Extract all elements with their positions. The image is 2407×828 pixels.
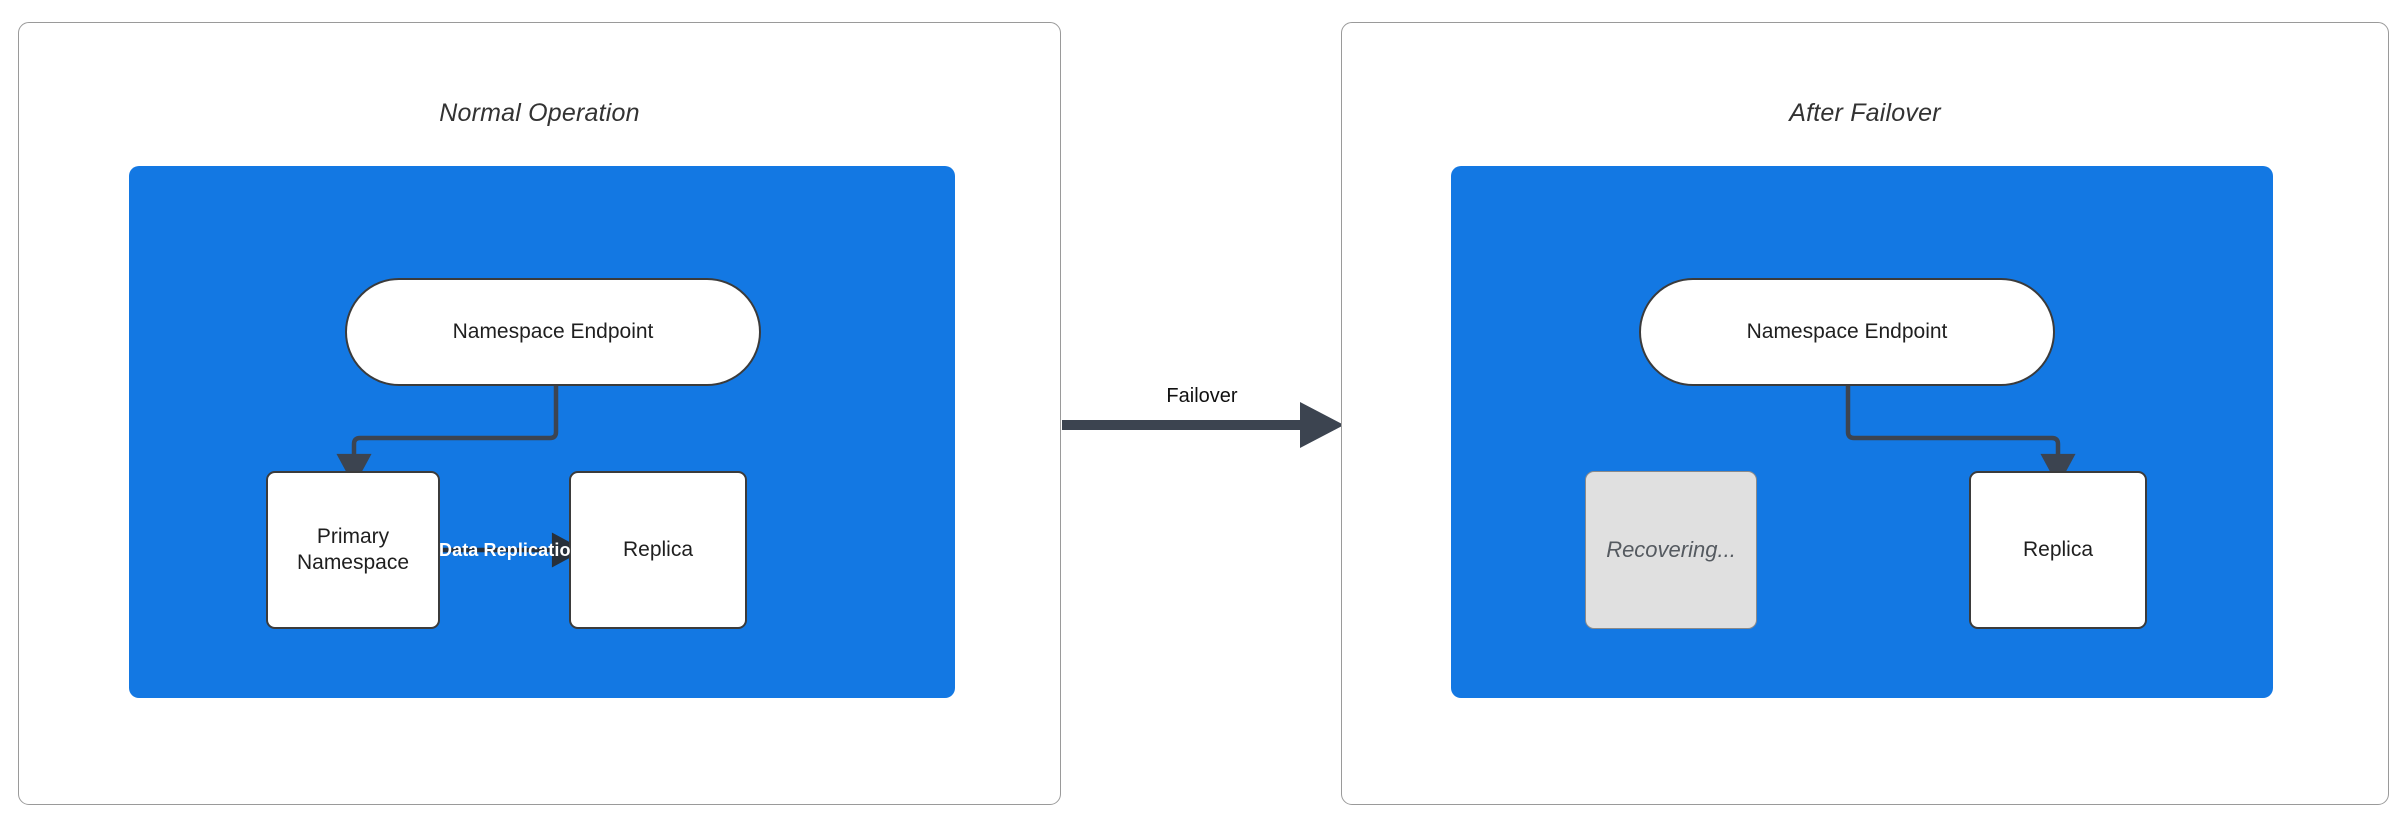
connectors-normal-operation [336,386,585,568]
panel-normal-operation: Normal Operation Namespac [18,22,1061,805]
node-namespace-endpoint-right[interactable]: Namespace Endpoint [1639,278,2055,386]
zone-blue-normal-operation: Namespace Endpoint Primary Namespace Rep… [129,166,955,698]
node-label-line-1: Primary [316,525,390,549]
node-recovering[interactable]: Recovering... [1585,471,1757,629]
failover-label: Failover [1166,385,1238,407]
node-replica-right[interactable]: Replica [1969,471,2147,629]
node-label: Namespace Endpoint [452,320,654,344]
edge-label-data-replication: Data Replication [439,540,582,560]
node-label: Replica [2022,538,2094,562]
node-label-line-2: Namespace [296,551,410,574]
connectors-after-failover [1845,386,2076,487]
failover-transition-arrow [1062,402,1344,448]
node-namespace-endpoint-left[interactable]: Namespace Endpoint [345,278,761,386]
panel-title-after-failover: After Failover [1789,99,1941,127]
node-label: Namespace Endpoint [1746,320,1948,344]
node-label: Replica [622,538,694,562]
node-primary-namespace[interactable]: Primary Namespace [266,471,440,629]
panel-title-normal-operation: Normal Operation [439,99,640,127]
panel-after-failover: After Failover Namespace Endpoint Recove… [1341,22,2389,805]
zone-blue-after-failover: Namespace Endpoint Recovering... Replica [1451,166,2273,698]
edge-endpoint-to-primary [336,386,559,487]
node-label: Recovering... [1606,536,1736,562]
edge-endpoint-to-replica [1845,386,2076,487]
node-replica-left[interactable]: Replica [569,471,747,629]
